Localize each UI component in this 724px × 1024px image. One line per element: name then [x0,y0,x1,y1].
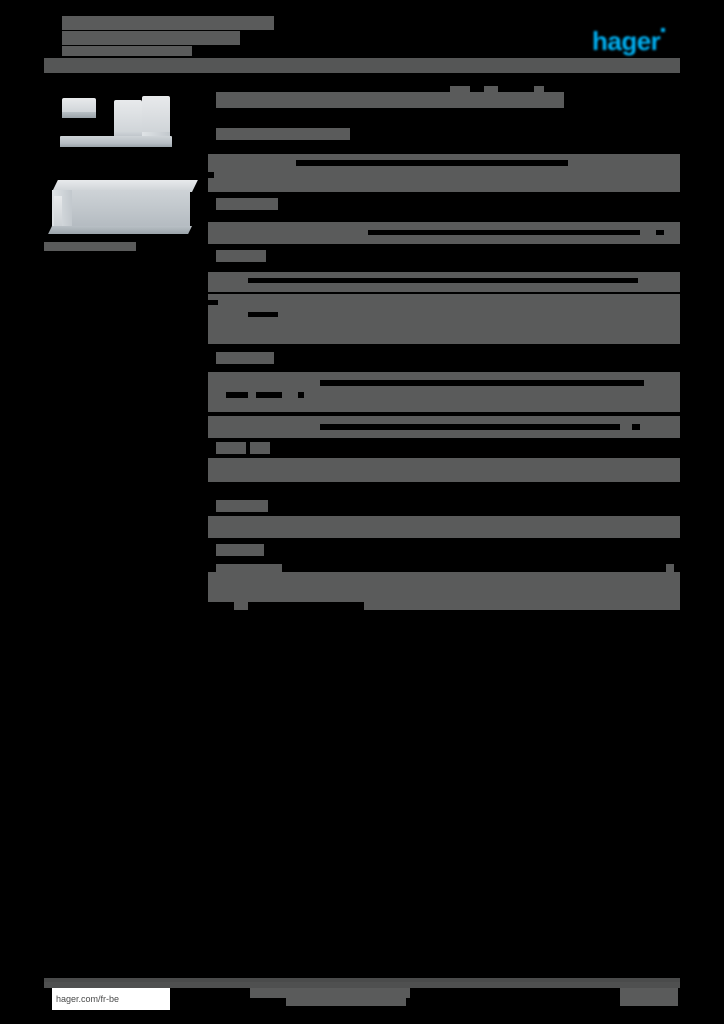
section-5-gap-b [226,392,248,398]
section-2-title [216,198,278,210]
section-8-gap-a [208,602,234,610]
section-5-gap-c [256,392,282,398]
section-6-rows-b [208,458,680,482]
section-1-gap-b [208,172,214,178]
section-8-value [666,564,674,572]
section-6-title [216,442,246,454]
page-title-line-1 [62,16,274,30]
spec-table-heading-tail [450,86,470,92]
hager-logo: hager [592,28,678,54]
hager-logo-text: hager [592,26,661,56]
section-6-gap-a [320,424,620,430]
section-6-title-2 [250,442,270,454]
section-5-gap-a [320,380,644,386]
header-rule [44,58,680,73]
section-4-gap-a [208,300,218,305]
page-subtitle [62,46,192,56]
product-photo-trunking [44,166,202,246]
section-7-title [216,500,268,512]
footer-rule [44,978,680,982]
page-title-line-2 [62,31,240,45]
footer-center-text-2 [286,998,406,1006]
section-1-title [216,128,350,140]
page-header: hager [0,0,724,80]
page-title-suffix [206,31,232,41]
section-3-title [216,250,266,262]
spec-table-heading-tail-2 [484,86,498,92]
footer-page-number [620,986,678,1006]
spec-table-heading-tail-3 [534,86,544,92]
section-4-rows [208,294,680,344]
footer-url-link[interactable]: hager.com/fr-be [52,988,170,1010]
section-1-gap-a [296,160,568,166]
section-5-title [216,352,274,364]
product-photo-accessory [44,86,202,160]
section-8-subtitle [216,564,282,572]
section-7-rows [208,516,680,538]
page-footer [0,974,724,1024]
product-image-caption [44,242,136,251]
section-2-gap-a [368,230,640,235]
section-2-gap-b [656,230,664,235]
spec-table-heading [216,92,564,108]
section-6-gap-b [632,424,640,430]
section-3-gap-a [248,278,638,283]
product-image-column [44,86,202,246]
section-8-gap-b [248,602,364,610]
footer-center-text [250,988,410,998]
section-4-gap-b [248,312,278,317]
hager-logo-dot [661,28,666,32]
section-5-gap-d [298,392,304,398]
section-5-rows [208,372,680,412]
footer-left-band [44,982,680,988]
section-8-title [216,544,264,556]
